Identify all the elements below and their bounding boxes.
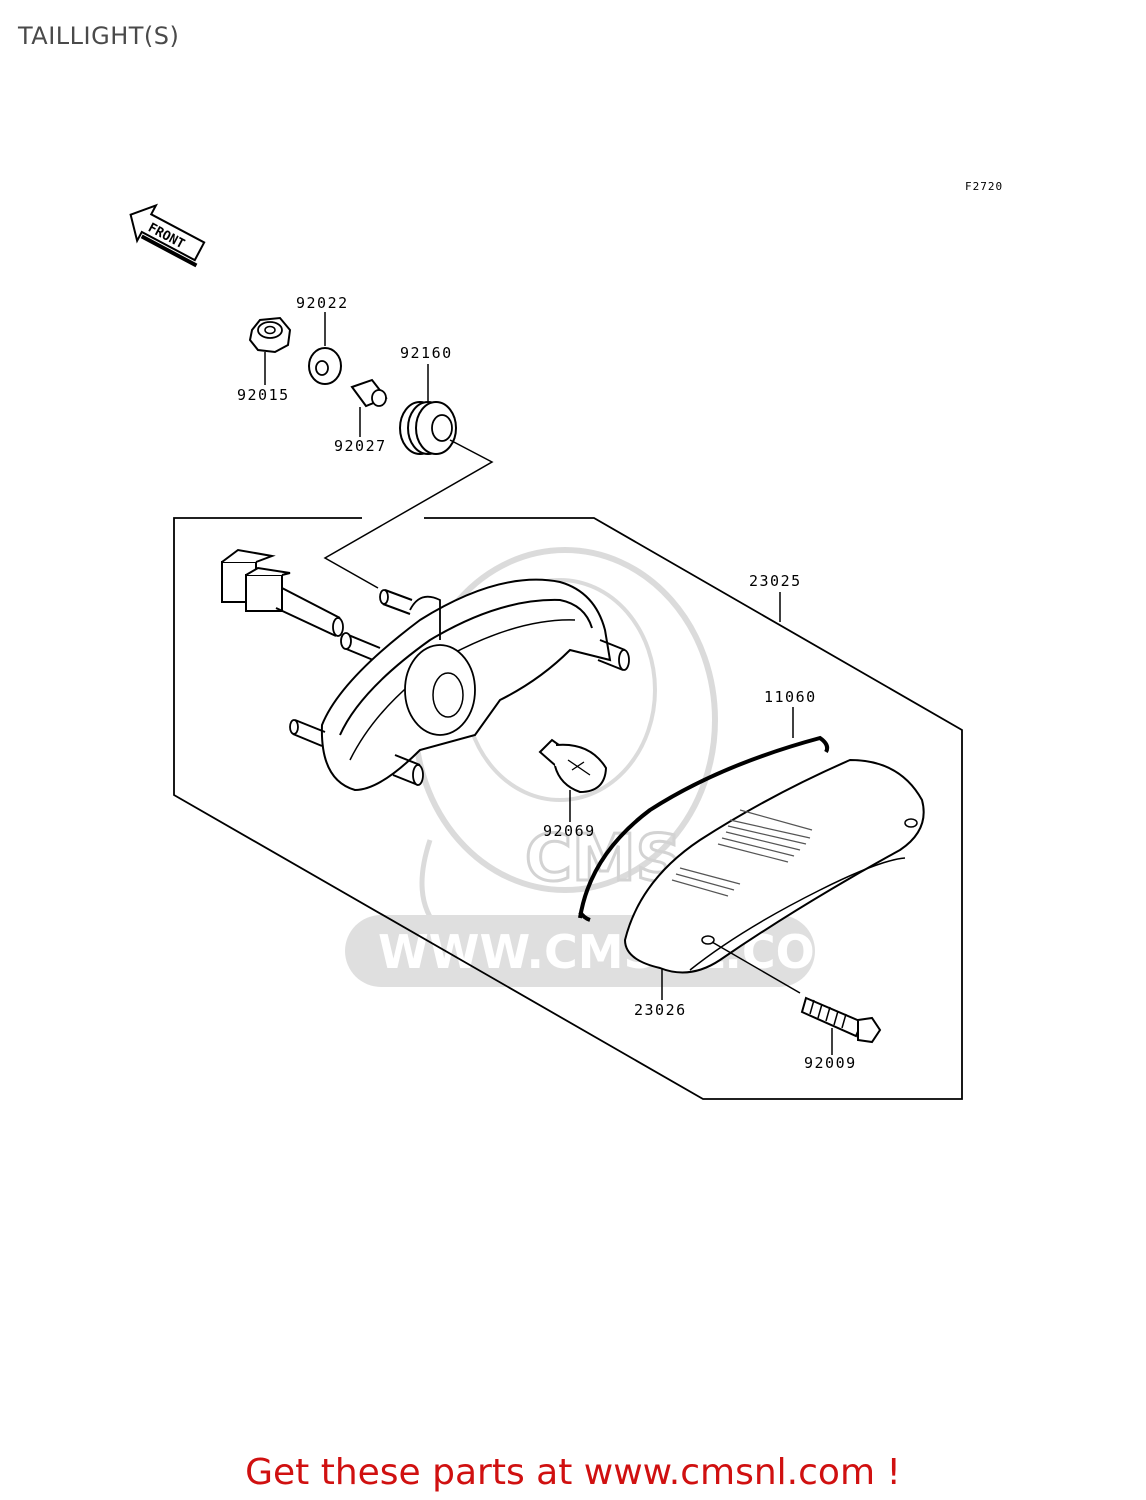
- washer-92022: [308, 312, 342, 385]
- bulb-92069: [538, 738, 608, 822]
- screw-92009: [800, 996, 882, 1055]
- gasket-11060: [578, 707, 830, 922]
- part-number-23025[interactable]: 23025: [749, 572, 802, 590]
- part-number-92160[interactable]: 92160: [400, 344, 453, 362]
- part-number-92015[interactable]: 92015: [237, 386, 290, 404]
- connector-and-wire: [221, 548, 381, 663]
- lens-23026: [623, 758, 925, 1000]
- nut-92015: [248, 316, 292, 385]
- leader-grommet-to-housing: [323, 439, 494, 589]
- part-number-92027[interactable]: 92027: [334, 437, 387, 455]
- part-number-92009[interactable]: 92009: [804, 1054, 857, 1072]
- collar-92027: [350, 378, 388, 437]
- watermark-url: WWW.CMSNL.COM: [378, 925, 861, 979]
- part-number-23026[interactable]: 23026: [634, 1001, 687, 1019]
- part-number-92069[interactable]: 92069: [543, 822, 596, 840]
- part-number-92022[interactable]: 92022: [296, 294, 349, 312]
- promo-link[interactable]: Get these parts at www.cmsnl.com !: [245, 1452, 901, 1493]
- assembly-frame: [173, 517, 963, 1100]
- front-arrow-icon: FRONT: [129, 203, 206, 268]
- grommet-92160: [399, 364, 457, 455]
- page-title: TAILLIGHT(S): [18, 22, 180, 50]
- taillight-housing-23025: [289, 578, 781, 792]
- figure-code: F2720: [965, 180, 1003, 193]
- leader-lens-to-screw: [711, 941, 801, 994]
- part-number-11060[interactable]: 11060: [764, 688, 817, 706]
